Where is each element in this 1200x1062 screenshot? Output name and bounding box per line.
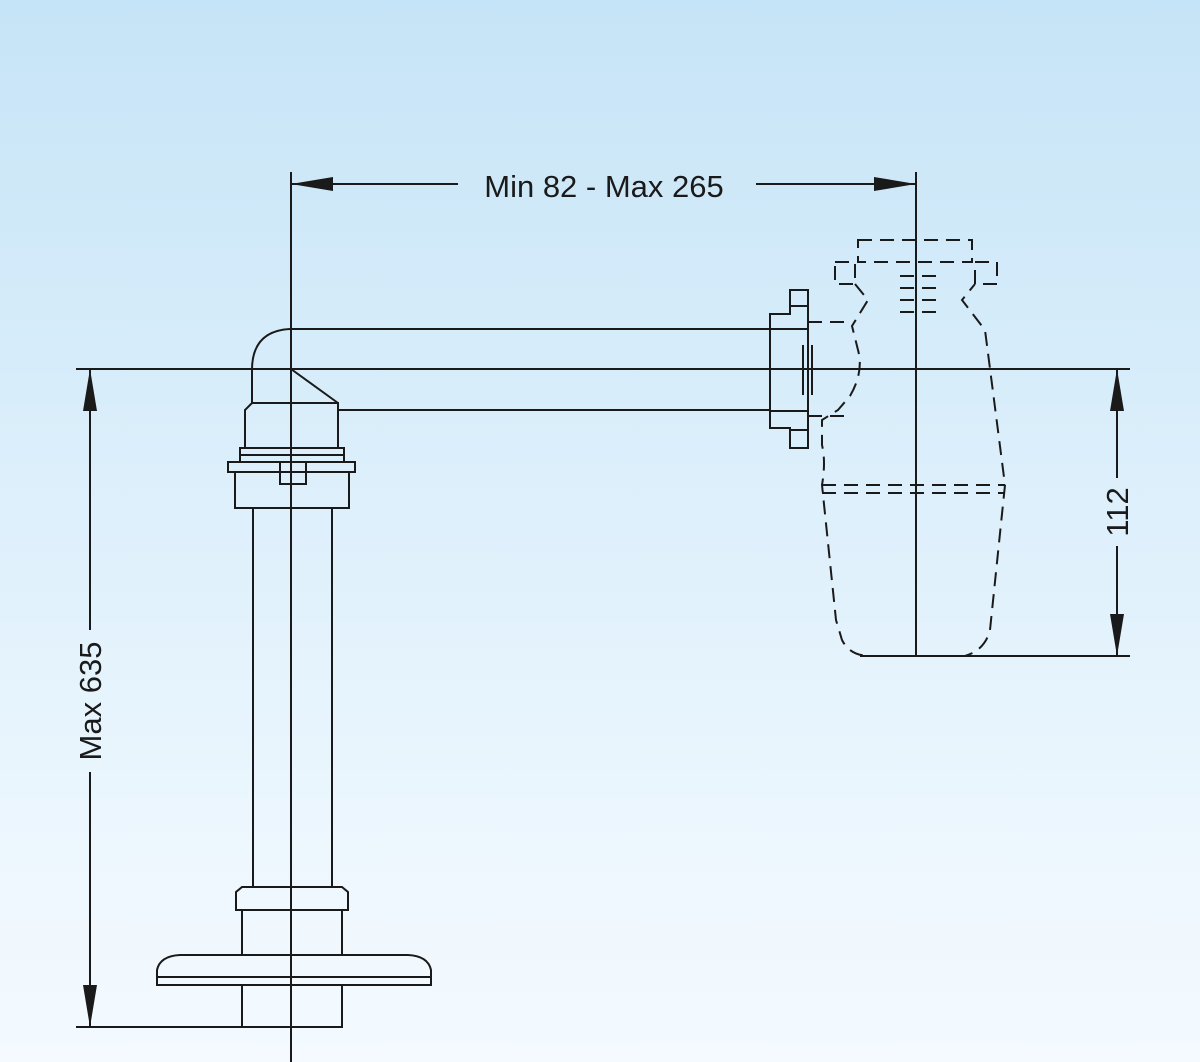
- coupling-nut: [227, 447, 356, 509]
- elbow-fitting: [244, 328, 770, 448]
- dimension-label-trap-height: 112: [1100, 487, 1135, 536]
- vertical-pipe: [252, 507, 333, 887]
- base-flange: [156, 954, 432, 1028]
- bottle-trap-outline: [808, 239, 1007, 657]
- horizontal-pipe-end: [769, 289, 813, 449]
- dimension-label-horizontal: Min 82 - Max 265: [484, 169, 724, 204]
- dimension-label-max-height: Max 635: [73, 642, 108, 761]
- lower-collar: [235, 886, 349, 956]
